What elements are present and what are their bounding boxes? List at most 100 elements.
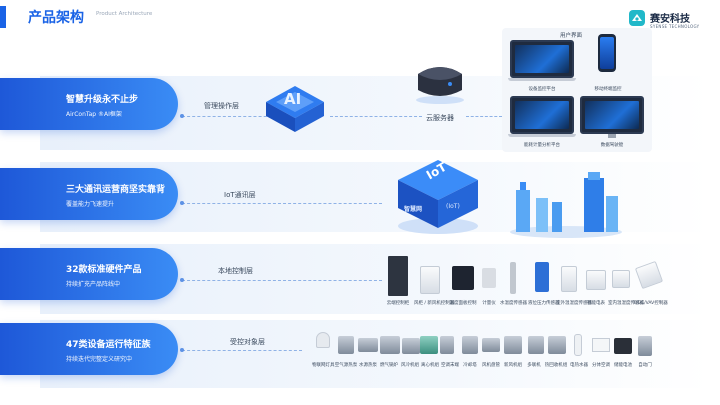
layer-label-management: 管理操作层: [204, 102, 239, 110]
page-subtitle: Product Architecture: [96, 11, 153, 17]
layer-label-equipment: 受控对象层: [230, 338, 265, 346]
leader-dot: [180, 114, 184, 118]
equipment-caption: 分体空调: [592, 363, 610, 368]
laptop-base: [508, 134, 576, 137]
equipment-caption: 离心机组: [421, 363, 439, 368]
cloud-server-icon: [416, 67, 464, 104]
equipment-caption: 冷却塔: [463, 363, 477, 368]
layer-tab-equipment: 47类设备运行特征族 持续迭代完整定义研究中: [0, 323, 178, 375]
layer-title: 47类设备运行特征族: [66, 340, 151, 350]
vrf-unit-icon: [528, 336, 544, 354]
air-cooled-unit-icon: [402, 338, 420, 354]
hardware-caption: DDC/VAV控制器: [634, 301, 668, 306]
meter-icon: [482, 268, 496, 288]
cooling-tower-icon: [462, 336, 478, 354]
layer-title: 三大通讯运营商坚实靠背: [66, 185, 166, 195]
leader-dot: [180, 348, 184, 352]
iot-cube-side-text: 智慧网: [404, 206, 423, 213]
hardware-caption: 智能电表: [587, 301, 605, 306]
ui-item-caption: 能耗计量分析平台: [524, 143, 560, 148]
centrifugal-unit-icon: [420, 336, 438, 354]
hardware-caption: 室外温湿度传感器: [556, 301, 592, 306]
fan-coil-icon: [482, 338, 500, 352]
equipment-caption: 电热水器: [570, 363, 588, 368]
cloud-server-label: 云服务器: [426, 114, 454, 122]
city-buildings-icon: [510, 172, 622, 238]
layer-title: 32款标准硬件产品: [66, 265, 142, 275]
iot-lamp-icon: [316, 332, 330, 348]
indoor-sensor-icon: [612, 270, 630, 288]
monitor-device: [510, 40, 574, 78]
hardware-caption: 计量仪: [482, 301, 496, 306]
ui-item-caption: 设备监控平台: [528, 87, 556, 92]
auto-door-icon: [638, 336, 652, 356]
leader-dot: [180, 278, 184, 282]
layer-subtitle: 覆盖能力飞速提升: [66, 201, 115, 208]
layer-label-iot: IoT通讯层: [224, 191, 256, 199]
ai-chip-text: AI: [284, 90, 302, 108]
equipment-caption: 空气源热泵: [334, 363, 358, 368]
split-ac-icon: [592, 338, 610, 352]
layer-tab-management: 智慧升级永不止步 AirConTap ®AI框架: [0, 78, 178, 130]
equipment-caption: 多联机: [527, 363, 541, 368]
layer-tab-local: 32款标准硬件产品 持续扩充产品阵线中: [0, 248, 178, 300]
brand-name: 赛安科技: [650, 14, 690, 25]
leader-line: [182, 350, 302, 351]
control-cabinet-icon: [388, 256, 408, 296]
monitor-device: [510, 96, 574, 134]
outdoor-sensor-icon: [561, 266, 577, 292]
hardware-caption: 风柜 / 新风机控制器: [414, 301, 455, 306]
equipment-caption: 新风机组: [504, 363, 522, 368]
fresh-air-unit-icon: [504, 336, 522, 354]
iot-cube-side-text-2: (IoT): [446, 203, 460, 210]
hardware-caption: 室内温湿度传感器: [608, 301, 644, 306]
storage-battery-icon: [614, 338, 632, 354]
brand-tagline: SYENSE TECHNOLOGY: [650, 24, 700, 29]
brand-logo-icon: [629, 10, 645, 26]
pressure-sensor-icon: [535, 262, 549, 292]
monitor-stand: [608, 134, 616, 138]
ui-item-caption: 数据驾驶舱: [600, 143, 624, 148]
leader-line: [182, 203, 382, 204]
hardware-controller-icon: [420, 266, 440, 294]
water-heater-icon: [574, 334, 582, 356]
phone-device: [598, 34, 616, 72]
page-title: 产品架构: [28, 10, 84, 26]
equipment-caption: 风冷机组: [401, 363, 419, 368]
equipment-caption: 热回收机组: [544, 363, 568, 368]
leader-line: [182, 280, 382, 281]
water-temp-sensor-icon: [510, 262, 516, 294]
user-interface-title: 用户界面: [560, 33, 583, 39]
hardware-caption: 水温度传感器: [500, 301, 527, 306]
ac-terminal-icon: [440, 336, 454, 354]
layer-title: 智慧升级永不止步: [66, 95, 139, 105]
equipment-caption: 风机盘管: [482, 363, 500, 368]
leader-line: [466, 116, 502, 117]
heat-recovery-unit-icon: [548, 336, 566, 354]
laptop-base: [508, 78, 576, 81]
gas-boiler-icon: [380, 336, 400, 354]
monitor-device: [580, 96, 644, 134]
equipment-caption: 储能电池: [614, 363, 632, 368]
smart-meter-icon: [586, 270, 606, 290]
ui-item-caption: 移动终端监控: [594, 87, 622, 92]
hardware-caption: 温度面板控制: [449, 301, 477, 306]
layer-tab-iot: 三大通讯运营商坚实靠背 覆盖能力飞速提升: [0, 168, 178, 220]
equipment-caption: 水源热泵: [359, 363, 377, 368]
leader-line: [182, 116, 282, 117]
iot-cube-icon: [398, 160, 478, 234]
ai-chip-icon: [266, 86, 324, 132]
air-source-heatpump-icon: [338, 336, 354, 354]
water-source-heatpump-icon: [358, 338, 378, 352]
equipment-caption: 物联网灯具: [312, 363, 335, 368]
layer-subtitle: AirConTap ®AI框架: [66, 111, 122, 118]
equipment-caption: 空调末端: [441, 363, 459, 368]
leader-line: [330, 116, 422, 117]
header-accent-bar: [0, 6, 6, 28]
hardware-caption: 液位压力传感器: [528, 301, 560, 306]
leader-dot: [180, 201, 184, 205]
hardware-caption: 云端控制柜: [386, 301, 410, 306]
equipment-caption: 自动门: [638, 363, 652, 368]
thermostat-panel-icon: [452, 266, 474, 290]
layer-subtitle: 持续扩充产品阵线中: [66, 281, 121, 288]
